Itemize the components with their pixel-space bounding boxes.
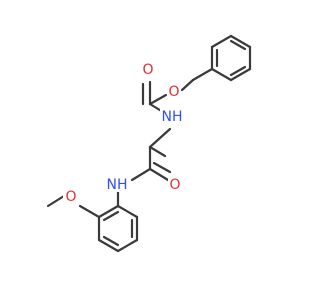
label-background	[104, 176, 130, 192]
bond	[229, 67, 252, 82]
bond-o-c	[148, 93, 168, 106]
benzyl-ring	[210, 34, 252, 82]
bond	[229, 34, 252, 49]
atom-o-methoxy: O	[63, 188, 79, 205]
bond	[210, 67, 233, 82]
atom-o-ester: O	[167, 83, 181, 100]
label-background	[160, 108, 184, 124]
bond	[116, 238, 139, 253]
molecule-diagram: O O NH O NH O	[46, 34, 252, 253]
atom-label-o: O	[142, 62, 153, 78]
atom-o-amide-carbonyl: O	[168, 176, 182, 193]
double-bond-inner	[229, 65, 247, 77]
bond-nh-ch2	[148, 127, 172, 149]
atom-label-nh: NH	[107, 177, 128, 193]
label-background	[168, 176, 182, 192]
double-bond-inner	[229, 39, 247, 51]
bond-o-ch3	[46, 194, 66, 208]
atom-n-carbamate: NH	[160, 108, 184, 125]
structure-canvas: O O NH O NH O	[46, 34, 252, 253]
bond	[97, 238, 120, 253]
atom-n-amide: NH	[104, 176, 130, 193]
bond	[210, 34, 233, 49]
label-background	[140, 60, 156, 76]
methoxyphenyl-ring	[97, 204, 139, 253]
atom-label-o: O	[168, 84, 179, 100]
atom-label-nh: NH	[162, 109, 183, 125]
atom-label-o: O	[169, 177, 180, 193]
bond-n-ch2	[148, 145, 167, 158]
bond-ring-o	[78, 204, 101, 219]
bond-c-nh	[130, 167, 152, 182]
label-background	[167, 83, 181, 99]
bond	[116, 204, 139, 219]
bond	[97, 204, 120, 219]
bond-amide-carbonyl-double	[152, 161, 172, 174]
double-bond-inner	[102, 210, 120, 222]
atom-label-o: O	[65, 189, 76, 205]
atom-o-carbamate-carbonyl: O	[140, 60, 156, 78]
bond-ring-ch2	[191, 67, 214, 82]
bond-amide-carbonyl	[148, 167, 170, 182]
double-bond-inner	[102, 235, 120, 247]
bond-ch2-o	[180, 78, 195, 92]
label-background	[63, 188, 79, 204]
